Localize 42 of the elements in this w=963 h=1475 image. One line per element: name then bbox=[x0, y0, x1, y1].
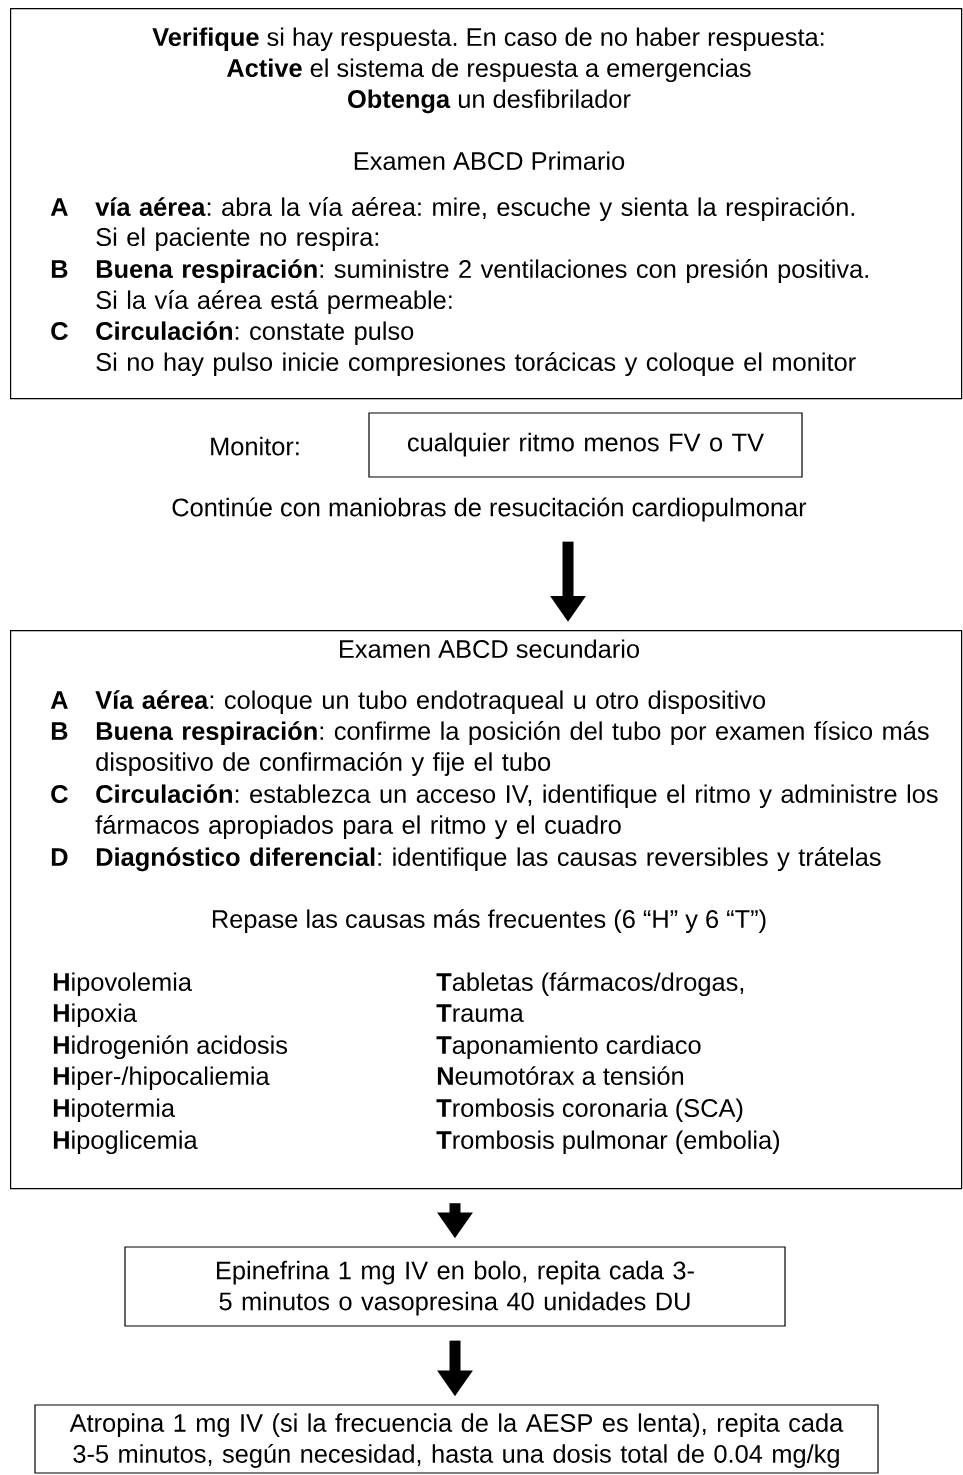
instruction-text: Diagnóstico diferencial: identifique las causas reversibles y trátelas bbox=[96, 847, 881, 872]
instruction-text: Si la vía aérea está permeable: bbox=[96, 290, 452, 315]
instruction-text: Obtenga un desfibrilador bbox=[348, 89, 631, 114]
cause-item: Hipoxia bbox=[53, 1003, 137, 1028]
cause-item: Hidrogenión acidosis bbox=[53, 1035, 288, 1060]
instruction-text: Active el sistema de respuesta a emergencias bbox=[226, 58, 751, 83]
instruction-text: vía aérea: abra la vía aérea: mire, escuche y sienta la respiración. bbox=[95, 197, 855, 222]
cause-item: Trauma bbox=[436, 1004, 524, 1023]
instruction-text: Buena respiración: suministre 2 ventilaciones con presión positiva. bbox=[96, 259, 868, 284]
cause-item: Taponamiento cardiaco bbox=[436, 1035, 701, 1060]
cause-item: Tabletas (fármacos/drogas, bbox=[436, 972, 744, 997]
side-label: Monitor: bbox=[211, 436, 299, 456]
step-letter: A bbox=[50, 691, 68, 709]
instruction-text: Vía aérea: coloque un tubo endotraqueal u otro dispositivo bbox=[95, 690, 766, 715]
step-letter: B bbox=[51, 260, 68, 278]
step-letter: A bbox=[50, 198, 68, 216]
instruction-text: Repase las causas más frecuentes (6 “H” y 6 “T”) bbox=[212, 909, 766, 934]
step-letter: D bbox=[51, 848, 68, 866]
instruction-text: Buena respiración: confirme la posición del tubo por examen físico más dispositivo de confirmación y fije el tubo bbox=[96, 721, 929, 776]
step-box bbox=[10, 630, 963, 1190]
step-box: Atropina 1 mg IV (si la frecuencia de la AESP es lenta), repita cada 3-5 minutos, según necesidad, hasta una dosis total de 0.04 mg/kg bbox=[34, 1404, 879, 1474]
instruction-text: Si el paciente no respira: bbox=[96, 227, 379, 252]
step-letter: B bbox=[51, 722, 68, 740]
instruction-text: Circulación: establezca un acceso IV, identifique el ritmo y administre los fármacos apropiados para el ritmo y el cuadro bbox=[95, 784, 938, 839]
cause-item: Hipotermia bbox=[53, 1098, 175, 1123]
step-box: Epinefrina 1 mg IV en bolo, repita cada 3-5 minutos o vasopresina 40 unidades DU bbox=[124, 1246, 786, 1327]
section-heading: Examen ABCD Primario bbox=[354, 151, 625, 171]
step-letter: C bbox=[51, 785, 68, 804]
instruction-text: Circulación: constate pulso bbox=[96, 321, 414, 346]
cause-item: Hipovolemia bbox=[53, 972, 192, 997]
cause-item: Trombosis coronaria (SCA) bbox=[436, 1098, 743, 1123]
step-box bbox=[10, 8, 963, 400]
cause-item: Neumotórax a tensión bbox=[437, 1066, 684, 1086]
instruction-text: Si no hay pulso inicie compresiones torácicas y coloque el monitor bbox=[96, 352, 856, 377]
step-letter: C bbox=[51, 322, 68, 341]
cause-item: Trombosis pulmonar (embolia) bbox=[436, 1130, 780, 1155]
instruction-text: Verifique si hay respuesta. En caso de no haber respuesta: bbox=[152, 27, 824, 52]
cause-item: Hiper-/hipocaliemia bbox=[53, 1066, 270, 1091]
instruction-text: Continúe con maniobras de resucitación cardiopulmonar bbox=[172, 497, 807, 522]
cause-item: Hipoglicemia bbox=[53, 1130, 198, 1155]
section-heading: Examen ABCD secundario bbox=[340, 639, 639, 659]
step-box: cualquier ritmo menos FV o TV bbox=[368, 412, 803, 478]
